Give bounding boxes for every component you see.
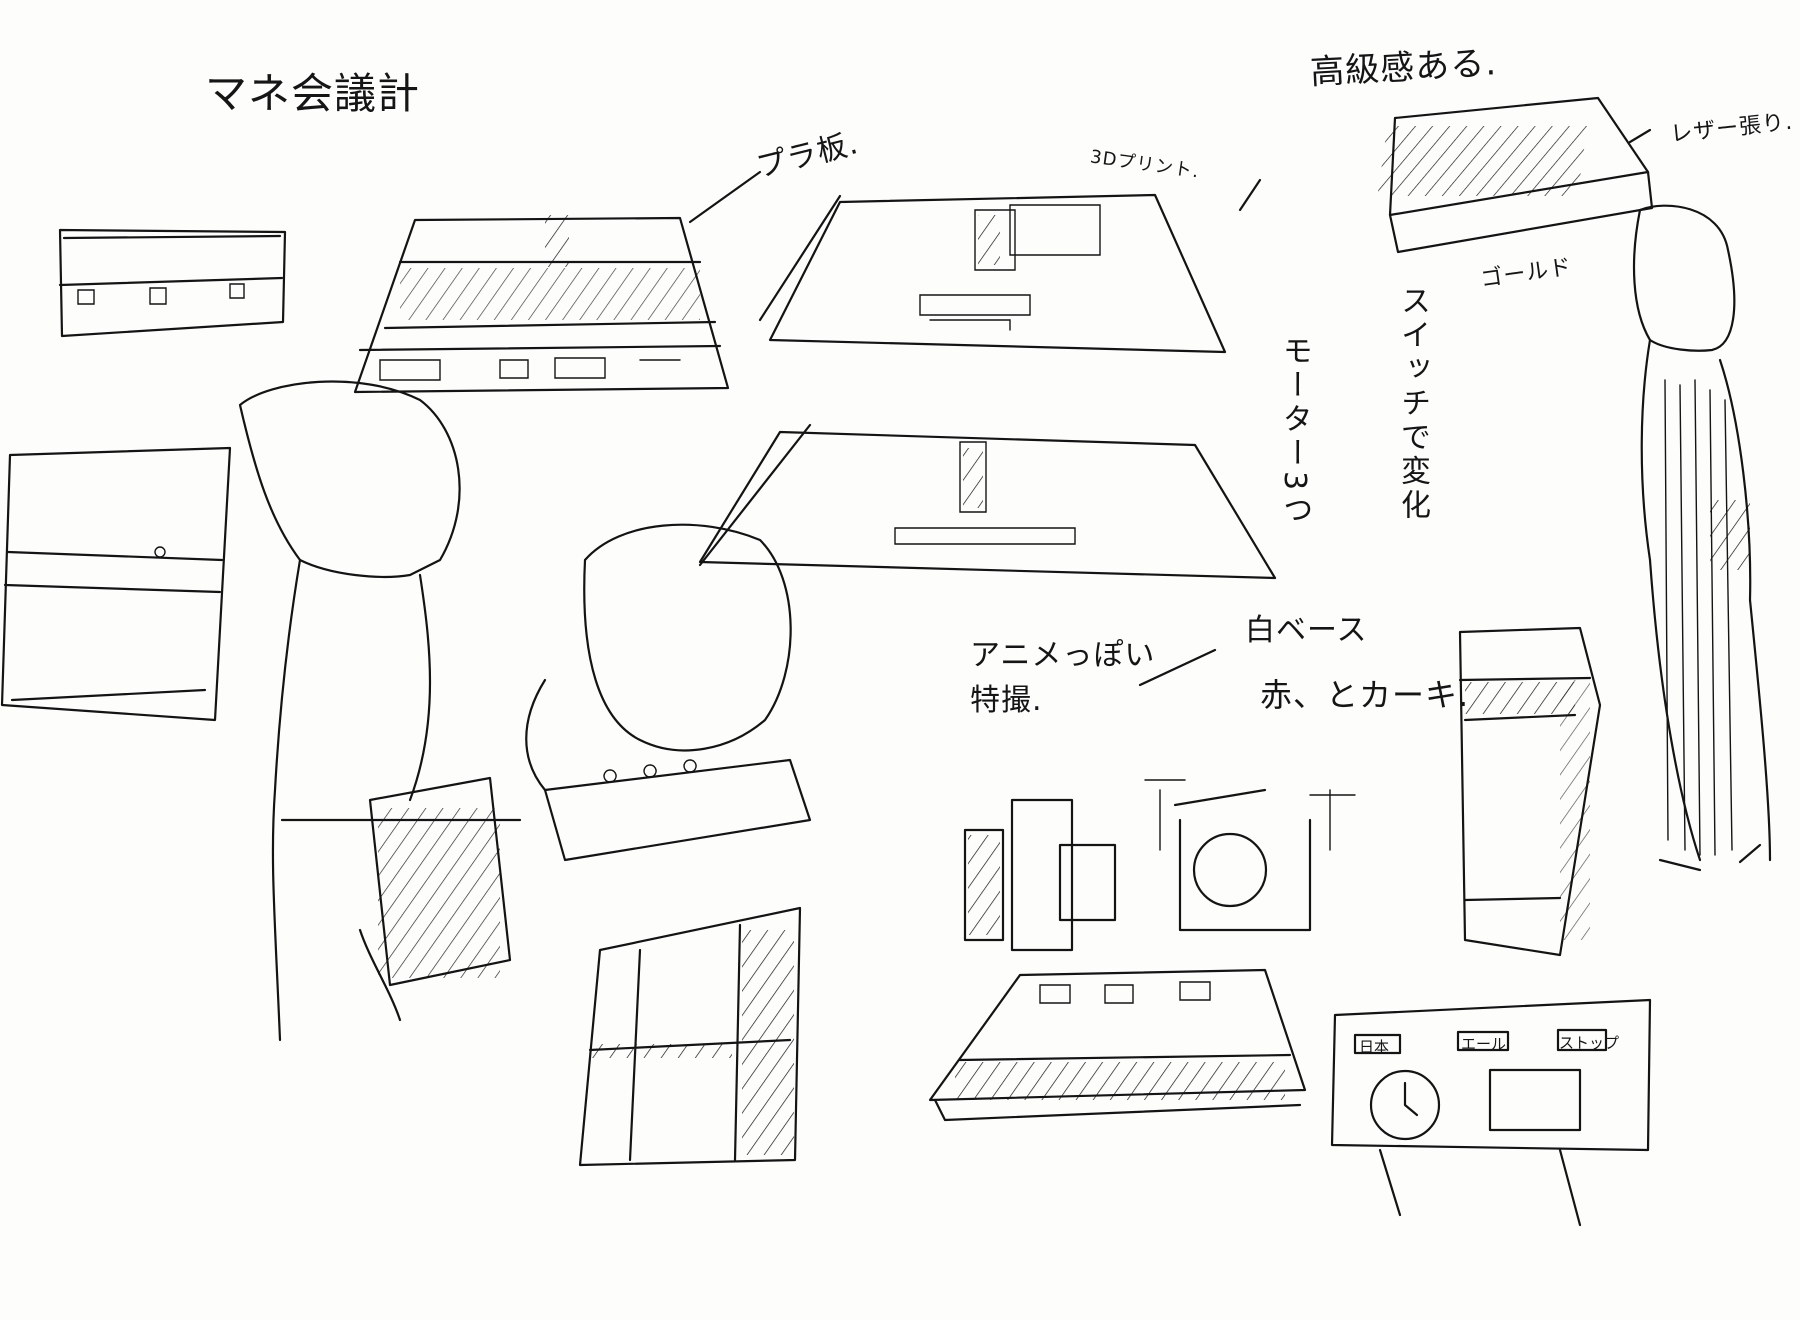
device-sketch-trapezoid-4 [928, 968, 1307, 1122]
device-sketch-tall [1458, 626, 1602, 957]
clock-label-2: エール [1461, 1035, 1507, 1053]
device-sketch-leather-box [1377, 96, 1654, 254]
device-sketch-clock [1330, 998, 1652, 1227]
sheet-title: マネ会議計 [205, 69, 421, 118]
device-sketch-box-bottom [578, 906, 802, 1167]
figure-sketch-head [525, 523, 812, 862]
clock-label-3: ストップ [1559, 1034, 1620, 1052]
device-sketch-small [58, 228, 287, 338]
mechanism-sketch [963, 779, 1356, 952]
note-motor: モーター3つ [1277, 335, 1312, 529]
device-sketch-trapezoid-3 [698, 423, 1277, 580]
device-sketch-panel-left [0, 446, 232, 722]
note-anime-ppoi: アニメっぽい [970, 638, 1156, 673]
device-sketch-trapezoid-2 [758, 193, 1227, 354]
note-white-base: 白ベース [1245, 613, 1368, 648]
note-high-class: 高級感ある. [1309, 43, 1498, 93]
note-switch-change: スイッチで変化 [1395, 285, 1430, 523]
note-tokusatsu: 特撮. [970, 683, 1043, 718]
clock-label-1: 日本 [1359, 1038, 1390, 1056]
figure-sketch-woman [238, 380, 522, 1042]
device-sketch-trapezoid-1 [353, 215, 730, 394]
note-red-khaki: 赤、とカーキ. [1260, 676, 1470, 714]
annotation-arrows [688, 128, 1652, 687]
figure-sketch-standing [1632, 204, 1772, 872]
